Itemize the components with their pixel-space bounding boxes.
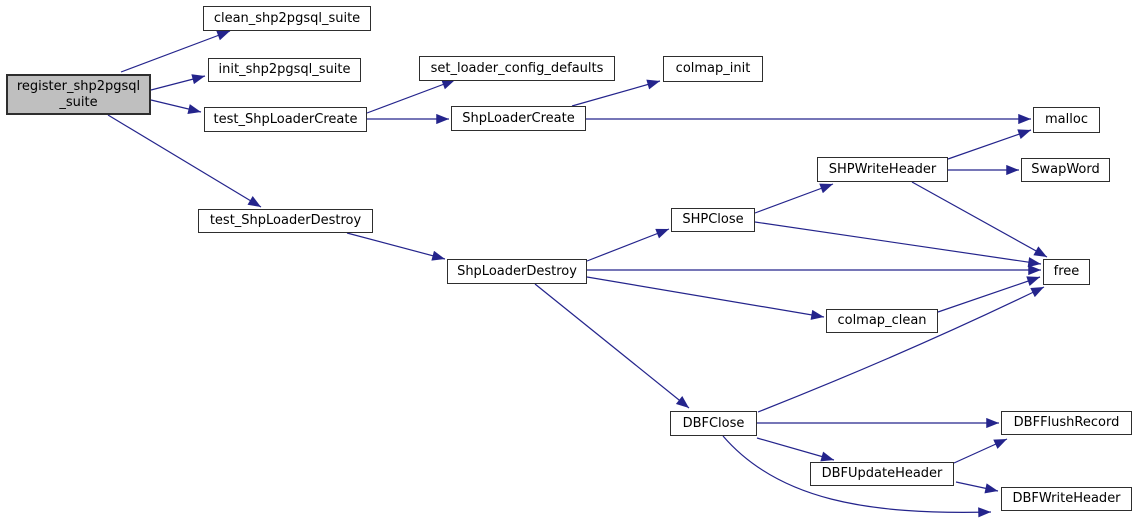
edge-ShpLoaderDestroy-to-SHPClose (586, 228, 670, 262)
edge-ShpLoaderCreate-to-colmap_init (571, 79, 661, 107)
edge-colmap_clean-to-free (937, 276, 1041, 313)
node-DBFUpdateHeader[interactable]: DBFUpdateHeader (810, 462, 954, 486)
edge-DBFUpdateHeader-to-DBFFlushRecord (953, 438, 1008, 464)
edge-DBFClose-to-DBFUpdateHeader (756, 437, 835, 462)
node-free[interactable]: free (1043, 259, 1090, 285)
node-SwapWord[interactable]: SwapWord (1021, 158, 1110, 182)
node-test_ShpLoaderDestroy[interactable]: test_ShpLoaderDestroy (198, 209, 373, 233)
node-SHPClose[interactable]: SHPClose (671, 208, 755, 232)
edge-SHPClose-to-free (754, 221, 1042, 268)
edge-register_shp2pgsql_suite-to-test_ShpLoaderCreate (150, 99, 202, 114)
edge-test_ShpLoaderDestroy-to-ShpLoaderDestroy (346, 232, 446, 261)
edge-DBFUpdateHeader-to-DBFWriteHeader (955, 481, 999, 494)
node-init_shp2pgsql_suite[interactable]: init_shp2pgsql_suite (208, 58, 361, 82)
edge-test_ShpLoaderCreate-to-set_loader_config_defaults (366, 79, 456, 114)
node-register_shp2pgsql_suite[interactable]: register_shp2pgsql _suite (6, 74, 151, 115)
node-set_loader_config_defaults[interactable]: set_loader_config_defaults (419, 56, 615, 81)
node-colmap_clean[interactable]: colmap_clean (826, 309, 938, 333)
node-DBFWriteHeader[interactable]: DBFWriteHeader (1001, 487, 1132, 511)
node-ShpLoaderCreate[interactable]: ShpLoaderCreate (451, 106, 586, 131)
node-ShpLoaderDestroy[interactable]: ShpLoaderDestroy (447, 259, 587, 284)
node-DBFClose[interactable]: DBFClose (670, 411, 757, 436)
node-clean_shp2pgsql_suite[interactable]: clean_shp2pgsql_suite (203, 6, 371, 31)
edge-DBFClose-to-free (757, 286, 1045, 413)
edge-ShpLoaderDestroy-to-DBFClose (534, 283, 690, 409)
edge-SHPWriteHeader-to-malloc (947, 129, 1032, 160)
node-test_ShpLoaderCreate[interactable]: test_ShpLoaderCreate (204, 107, 367, 132)
node-malloc[interactable]: malloc (1033, 107, 1100, 133)
edge-ShpLoaderDestroy-to-colmap_clean (586, 276, 825, 320)
edge-register_shp2pgsql_suite-to-init_shp2pgsql_suite (150, 74, 206, 91)
edge-SHPWriteHeader-to-free (911, 181, 1048, 258)
node-colmap_init[interactable]: colmap_init (663, 56, 763, 82)
node-SHPWriteHeader[interactable]: SHPWriteHeader (817, 157, 948, 182)
node-DBFFlushRecord[interactable]: DBFFlushRecord (1001, 411, 1132, 435)
edge-SHPClose-to-SHPWriteHeader (754, 183, 834, 214)
